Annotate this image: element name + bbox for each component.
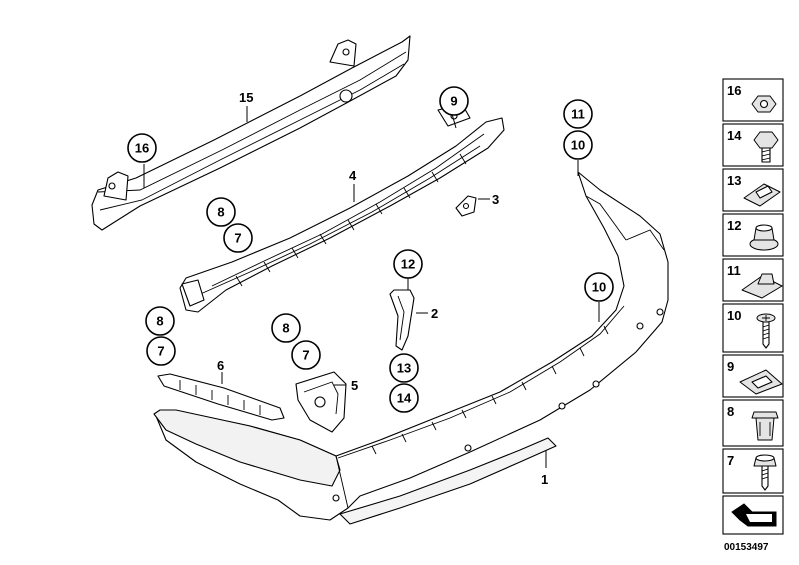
clamp-icon (739, 369, 783, 395)
legend-item-10: 10 (722, 303, 784, 353)
svg-text:8: 8 (156, 314, 163, 329)
flange-nut-icon (749, 224, 779, 251)
callout-8-mid: 8 (271, 313, 301, 343)
hex-bolt-icon (753, 131, 779, 163)
svg-text:13: 13 (727, 173, 741, 188)
svg-text:12: 12 (401, 257, 415, 272)
callout-9: 9 (439, 86, 469, 116)
svg-text:8: 8 (282, 321, 289, 336)
leader-lines (143, 106, 600, 468)
svg-text:9: 9 (450, 94, 457, 109)
svg-text:8: 8 (727, 404, 734, 419)
svg-text:8: 8 (217, 205, 224, 220)
svg-text:14: 14 (397, 391, 412, 406)
callout-7-top: 7 (223, 223, 253, 253)
svg-text:16: 16 (727, 83, 741, 98)
svg-text:10: 10 (727, 308, 741, 323)
legend-item-13: 13 (722, 168, 784, 212)
svg-text:12: 12 (727, 218, 741, 233)
svg-text:16: 16 (135, 141, 149, 156)
callout-10-top: 10 (563, 130, 593, 160)
fillister-screw-icon (753, 454, 777, 491)
side-bracket-block (295, 371, 347, 433)
guide-bracket (389, 289, 415, 351)
callout-16: 16 (127, 133, 157, 163)
callout-8-top: 8 (206, 197, 236, 227)
svg-text:7: 7 (157, 344, 164, 359)
legend-item-8: 8 (722, 399, 784, 447)
svg-text:7: 7 (727, 453, 734, 468)
label-5: 5 (351, 378, 358, 393)
label-1: 1 (541, 472, 548, 487)
svg-text:11: 11 (727, 263, 741, 278)
expanding-rivet-icon (751, 411, 779, 441)
bumper-carrier-beam (91, 35, 411, 231)
svg-text:9: 9 (727, 359, 734, 374)
screw-icon (756, 313, 776, 349)
svg-text:14: 14 (727, 128, 742, 143)
svg-text:7: 7 (302, 348, 309, 363)
legend-item-12: 12 (722, 213, 784, 257)
legend-item-14: 14 (722, 123, 784, 167)
left-bracket-strip (157, 373, 285, 421)
callout-7-mid: 7 (291, 340, 321, 370)
legend-item-7: 7 (722, 448, 784, 494)
spring-nut-icon (741, 273, 783, 299)
diagram-code: 00153497 (724, 542, 769, 553)
direction-arrow-box (722, 495, 784, 535)
label-6: 6 (217, 358, 224, 373)
svg-text:7: 7 (234, 231, 241, 246)
callout-10-bottom: 10 (584, 272, 614, 302)
label-15: 15 (239, 90, 253, 105)
legend-item-11: 11 (722, 258, 784, 302)
callout-11: 11 (563, 99, 593, 129)
svg-text:10: 10 (571, 138, 585, 153)
callout-13: 13 (389, 353, 419, 383)
parts-legend: 16 14 13 12 (722, 78, 784, 535)
label-3: 3 (492, 192, 499, 207)
svg-text:10: 10 (592, 280, 606, 295)
svg-text:13: 13 (397, 361, 411, 376)
callout-14: 14 (389, 383, 419, 413)
label-2: 2 (431, 306, 438, 321)
hex-nut-icon (751, 95, 777, 113)
svg-text:11: 11 (571, 107, 585, 122)
callout-12: 12 (393, 249, 423, 279)
label-4: 4 (349, 168, 357, 183)
bumper-trim-panel (153, 171, 669, 525)
callout-8-left: 8 (145, 306, 175, 336)
small-clip (455, 195, 477, 217)
callout-7-left: 7 (146, 336, 176, 366)
legend-item-9: 9 (722, 354, 784, 398)
legend-item-16: 16 (722, 78, 784, 122)
clip-nut-icon (743, 183, 781, 207)
